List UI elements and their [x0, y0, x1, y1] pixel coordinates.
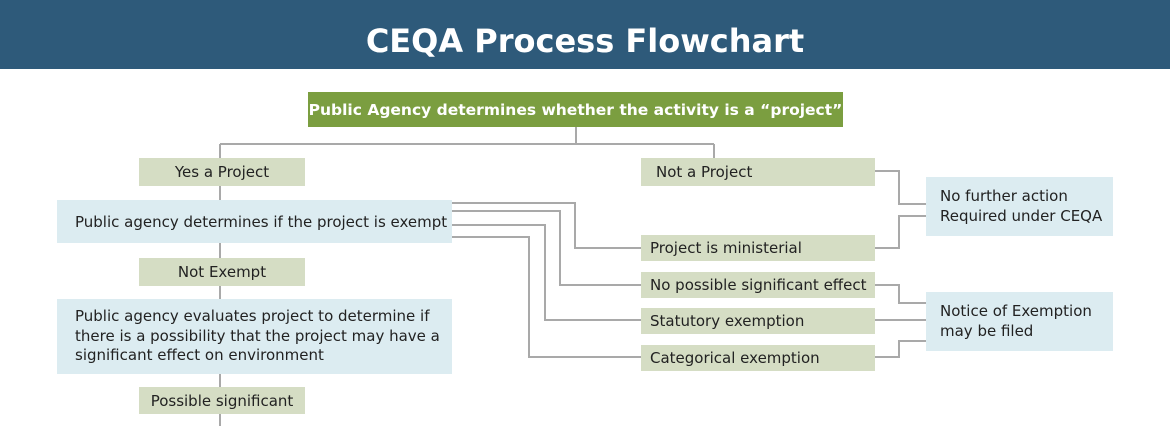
node-evaluate: Public agency evaluates project to deter… — [57, 299, 452, 374]
node-notice-line-1: Notice of Exemption — [940, 302, 1092, 320]
node-notice-of-exemption: Notice of Exemption may be filed — [926, 292, 1113, 351]
connector-exempt-to-ministerial — [452, 202, 642, 249]
node-evaluate-line-1: Public agency evaluates project to deter… — [75, 307, 430, 326]
connector-exempt-to-categorical — [452, 236, 642, 358]
node-no-further-line-1: No further action — [940, 187, 1068, 205]
connector-noeffect-to-notice — [875, 284, 926, 304]
connector-exempt-to-statutory — [452, 224, 642, 321]
node-root-decision: Public Agency determines whether the act… — [308, 92, 843, 127]
node-evaluate-line-3: significant effect on environment — [75, 346, 324, 365]
connector-notproject-to-nofurther — [875, 170, 926, 205]
node-notice-line-2: may be filed — [940, 321, 1034, 340]
node-yes-project: Yes a Project — [139, 158, 305, 186]
node-statutory: Statutory exemption — [641, 308, 875, 334]
page-title: CEQA Process Flowchart — [365, 22, 805, 60]
connector-root-branch — [219, 127, 715, 158]
node-ministerial: Project is ministerial — [641, 235, 875, 261]
node-possible-significant: Possible significant — [139, 387, 305, 414]
connector-ministerial-to-nofurther — [875, 215, 926, 249]
node-evaluate-line-2: there is a possibility that the project … — [75, 326, 440, 345]
connector-categorical-to-notice — [875, 340, 926, 358]
node-categorical: Categorical exemption — [641, 345, 875, 371]
node-no-further-line-2: Required under CEQA — [940, 206, 1103, 225]
node-not-exempt: Not Exempt — [139, 258, 305, 286]
node-no-further-action: No further action Required under CEQA — [926, 177, 1113, 236]
node-not-project: Not a Project — [641, 158, 875, 186]
node-exempt-check: Public agency determines if the project … — [57, 200, 452, 243]
node-no-effect: No possible significant effect — [641, 272, 875, 298]
header-bar — [0, 0, 1170, 69]
connector-exempt-to-noeffect — [452, 210, 642, 286]
